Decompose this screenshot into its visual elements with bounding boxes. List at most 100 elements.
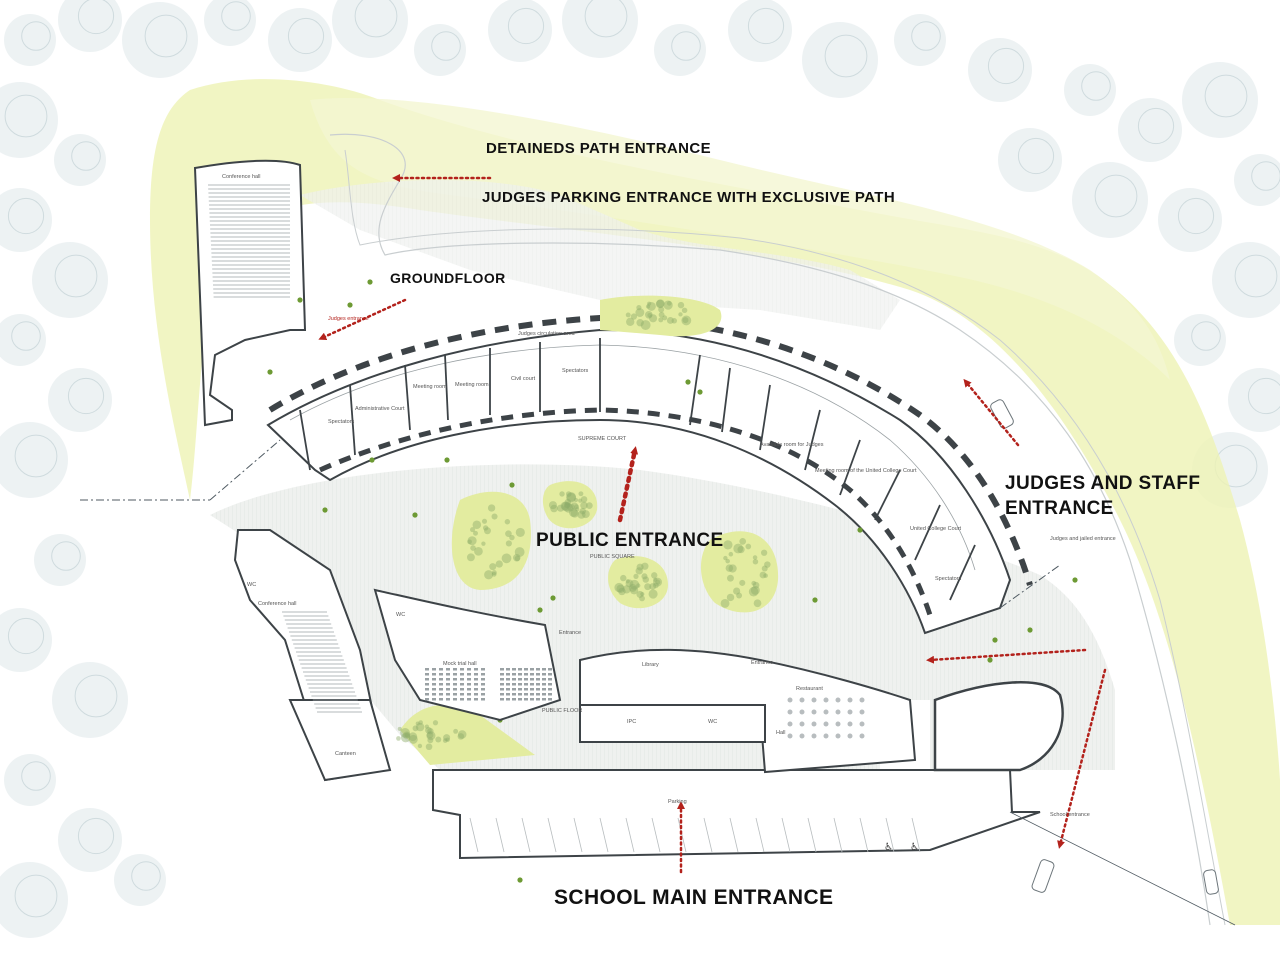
shrub [443, 734, 451, 742]
room-partition [404, 364, 411, 431]
court-building [266, 328, 1012, 635]
shrub [628, 583, 637, 592]
room-public-square: PUBLIC SQUARE [590, 554, 635, 560]
tree-canopy-ring [14, 434, 58, 478]
tree-canopy-ring [1177, 197, 1215, 235]
shrub [614, 582, 624, 593]
restaurant-table [799, 721, 805, 727]
mock-seat [432, 683, 436, 686]
mock-seat [474, 673, 478, 676]
arrow-judges-staff [963, 378, 1020, 447]
mock-seat [536, 678, 540, 681]
shrub [573, 504, 580, 510]
mock-seat [542, 678, 546, 681]
mock-seat [518, 688, 522, 691]
restaurant-table [847, 709, 853, 715]
mock-seat [548, 693, 552, 696]
plant [267, 369, 273, 375]
shrub [457, 730, 467, 739]
shrub [577, 510, 586, 519]
mock-seat [481, 668, 485, 671]
mock-seat [446, 673, 450, 676]
mock-seat [467, 668, 471, 671]
plant [322, 507, 328, 513]
mock-seat [542, 668, 546, 671]
accessible-parking-icon-2: ♿ [910, 842, 919, 853]
shrub [560, 501, 570, 511]
shrub [565, 491, 572, 497]
shrub [647, 312, 653, 318]
restaurant-table [811, 709, 817, 715]
label-detaineds-path: DETAINEDS PATH ENTRANCE [486, 140, 712, 157]
section-line-left-2 [209, 439, 281, 501]
label-public-entrance: PUBLIC ENTRANCE [536, 530, 724, 551]
mock-seat [474, 678, 478, 681]
shrub [427, 737, 434, 744]
tree-canopy-ring [1191, 321, 1221, 351]
shrub [481, 541, 486, 546]
tree-canopy [1234, 154, 1280, 206]
entrance-arrows [318, 174, 1107, 874]
room-administrative-court: Administrative Court [355, 406, 405, 412]
mock-seat [446, 693, 450, 696]
tree-canopy-ring [11, 321, 41, 351]
room-partition [299, 409, 311, 471]
restaurant-table [823, 697, 829, 703]
room-wc-bottom: WC [708, 719, 717, 725]
tree-canopy-ring [131, 861, 161, 891]
shrub [658, 311, 665, 318]
shrub [564, 498, 572, 506]
shrub [625, 312, 631, 318]
shrub [646, 301, 656, 311]
restaurant-table [847, 697, 853, 703]
shrub [728, 551, 734, 557]
mock-seat [518, 693, 522, 696]
mock-seat [439, 693, 443, 696]
mock-seat [474, 668, 478, 671]
garden-bottom-left [400, 705, 535, 765]
mock-seat [512, 698, 516, 701]
mock-seat [530, 698, 534, 701]
green-band [150, 79, 1280, 926]
shrub [629, 585, 639, 595]
shrub [563, 502, 571, 509]
surrounding-trees [0, 0, 1280, 938]
shrub [733, 543, 744, 554]
restaurant-table [847, 721, 853, 727]
mock-seat [500, 693, 504, 696]
mock-seat [500, 683, 504, 686]
paved-approach [300, 180, 900, 330]
mock-seat [548, 688, 552, 691]
shrub [505, 540, 512, 547]
shrub [514, 547, 525, 557]
shrub [681, 315, 692, 326]
tree-canopy-ring [987, 47, 1025, 85]
mock-seat [530, 668, 534, 671]
tree-canopy [414, 24, 466, 76]
shrub [442, 738, 448, 743]
tree-canopy [1182, 62, 1258, 138]
shrub [418, 720, 423, 725]
mock-seat [425, 688, 429, 691]
room-wc-mid: WC [396, 612, 405, 618]
plant [685, 379, 691, 385]
access-road-edge [344, 149, 1226, 926]
shrub [505, 530, 512, 537]
tree-canopy-ring [1247, 377, 1280, 415]
shrub [629, 579, 640, 590]
tree-canopy-ring [77, 0, 115, 35]
tree-canopy-ring [71, 141, 101, 171]
shrub [514, 555, 521, 562]
mock-seat [524, 698, 528, 701]
mock-seat [467, 698, 471, 701]
shrub [642, 576, 649, 583]
parking-stall-line [625, 817, 635, 853]
mock-seat [439, 698, 443, 701]
parking-stall-line [833, 817, 843, 853]
shrub [425, 743, 433, 751]
arrow-groundfloor [318, 298, 407, 340]
shrub [630, 313, 638, 320]
shrub [641, 573, 648, 580]
tree-canopy-ring [144, 14, 188, 58]
shrub [635, 308, 645, 317]
